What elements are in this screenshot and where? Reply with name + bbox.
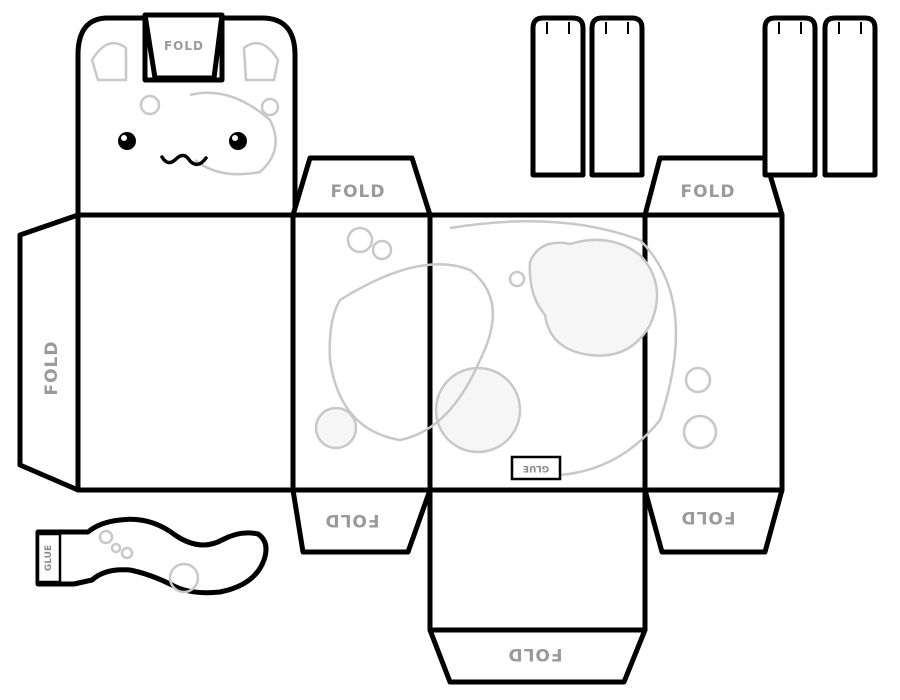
left-ear-inner	[90, 41, 128, 82]
body-spot-4	[434, 366, 522, 454]
left-fold-label: FOLD	[42, 340, 62, 395]
leg-1	[530, 15, 586, 178]
tail-spot-3	[120, 546, 134, 560]
box-body: GLUE	[75, 212, 785, 493]
body-spot-large-outline	[328, 263, 495, 442]
tail-spot-2	[110, 542, 122, 554]
top-fold-tab-right: FOLD	[642, 155, 785, 218]
head-spot-3	[189, 91, 277, 176]
body-spot-5	[508, 270, 526, 288]
cat-face	[118, 132, 247, 167]
tail-outline	[35, 516, 269, 596]
right-ear-inner	[242, 41, 280, 82]
cat-mouth	[160, 153, 208, 167]
bottom-fold-right-label: FOLD	[680, 507, 735, 527]
cat-tail: GLUE	[35, 516, 269, 596]
tail-glue-label: GLUE	[44, 545, 54, 571]
head-spot-2	[260, 97, 280, 117]
head-spot-1	[139, 94, 161, 116]
leg-3	[762, 15, 818, 178]
right-eye	[229, 132, 247, 150]
head-fold-label: FOLD	[164, 39, 204, 53]
body-spot-1	[346, 226, 374, 254]
head-fold-tab: FOLD	[142, 12, 225, 81]
body-spot-7	[682, 414, 718, 450]
tail-glue-box	[36, 532, 62, 584]
body-spot-2	[371, 239, 393, 261]
body-spot-blob	[528, 238, 659, 357]
side-panel-right	[642, 212, 785, 493]
bottom-panel: FOLD	[427, 487, 648, 685]
body-spot-6	[684, 366, 712, 394]
tail-spot-1	[98, 529, 114, 545]
top-fold-left-label: FOLD	[330, 182, 385, 202]
leg-2	[589, 15, 645, 178]
side-panel-left	[290, 212, 433, 493]
cat-head-panel	[75, 15, 298, 218]
front-panel	[75, 212, 296, 493]
bottom-panel-fold-label: FOLD	[507, 644, 562, 664]
bottom-panel-fold-tab	[427, 627, 648, 685]
top-fold-tab-left: FOLD	[290, 155, 433, 218]
body-glue-box	[510, 455, 562, 481]
bottom-fold-left-label: FOLD	[324, 510, 379, 530]
leg-4	[822, 15, 878, 178]
top-fold-right-label: FOLD	[680, 182, 735, 202]
bottom-fold-tab-right: FOLD	[642, 487, 785, 555]
cat-legs	[530, 15, 878, 178]
body-spot-3	[314, 406, 358, 450]
body-spot-arc	[449, 220, 678, 477]
left-fold-flap: FOLD	[17, 212, 81, 493]
left-eye	[118, 132, 136, 150]
body-glue-label: GLUE	[523, 463, 549, 473]
head-outline	[75, 15, 298, 218]
bottom-fold-tab-left: FOLD	[290, 487, 433, 555]
tail-spot-4	[168, 562, 200, 594]
